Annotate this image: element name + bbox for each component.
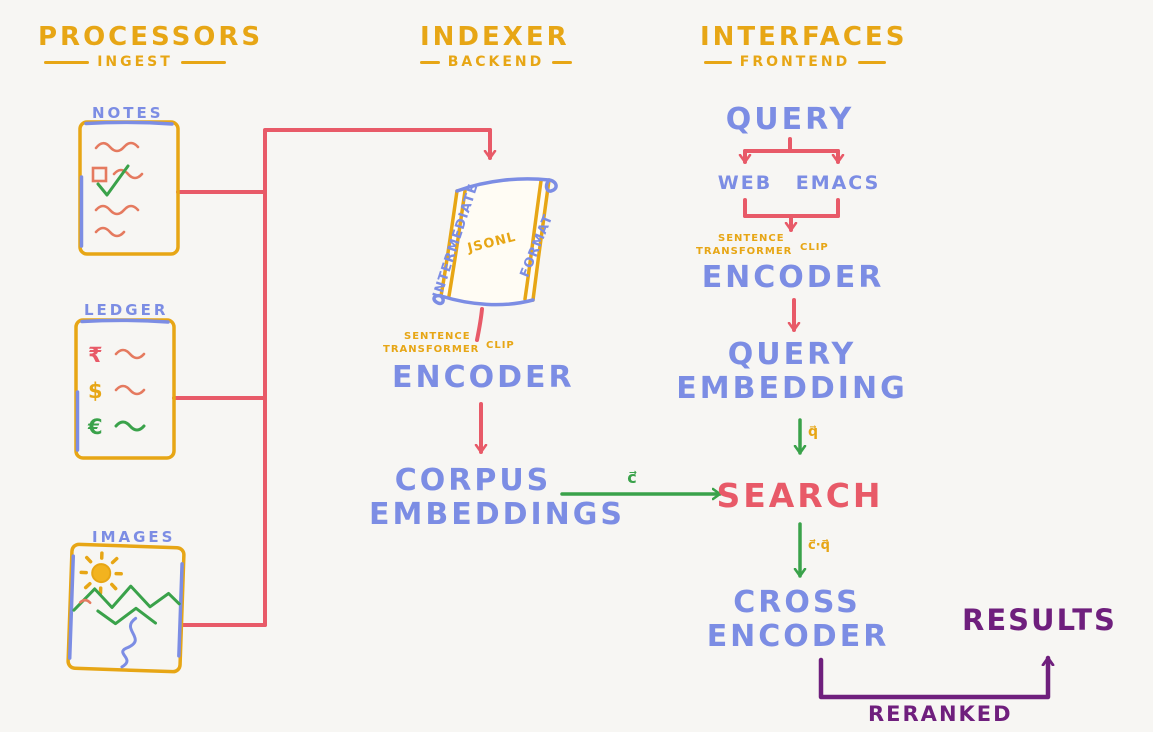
dot-product-label: c⃗·q⃗ [808,538,830,553]
notes-label: NOTES [92,104,164,122]
search-label: SEARCH [716,476,884,515]
indexer-subtitle-label: BACKEND [447,54,545,70]
ingest-connector-lines [172,128,490,627]
interfaces-model-clip-label: CLIP [800,242,829,253]
query-split-arrows [745,137,838,164]
mountains-icon [72,584,181,612]
interfaces-subtitle-label: FRONTEND [739,54,851,70]
indexer-model-sentence-label: SENTENCE [404,331,471,342]
interfaces-model-transformer-label: TRANSFORMER [696,246,793,257]
dollar-icon: $ [88,379,103,403]
images-document-icon [66,542,186,674]
interfaces-encoder-label: ENCODER [701,260,885,295]
euro-icon: € [87,415,103,439]
indexer-encoder-label: ENCODER [392,360,575,395]
query-embedding-label-line2: EMBEDDING [676,371,908,406]
sun-icon [79,551,123,595]
rupee-icon: ₹ [88,343,103,367]
ledger-label: LEDGER [84,301,169,319]
corpus-embeddings-label-line1: CORPUS [394,463,552,498]
river-icon [120,616,138,669]
query-label: QUERY [725,102,855,137]
indexer-model-clip-label: CLIP [486,340,515,351]
query-embedding-label-line1: QUERY [727,337,857,372]
web-label: WEB [717,172,773,194]
reranked-label: RERANKED [868,702,1013,726]
emacs-label: EMACS [795,172,881,194]
rerank-to-results-arrow [818,655,1048,700]
indexer-title: INDEXER [420,22,570,52]
cross-encoder-label-line1: CROSS [733,585,861,620]
checkmark-icon [96,164,130,197]
cross-encoder-label-line2: ENCODER [706,619,890,654]
jsonl-scroll-icon [432,177,558,307]
clients-merge-arrow [743,198,840,232]
scroll-to-encoder-line [475,307,484,342]
processors-subtitle: INGEST [44,54,226,70]
indexer-subtitle: BACKEND [420,54,572,70]
ledger-document-icon: ₹ $ € [74,318,176,460]
interfaces-title: INTERFACES [700,22,908,52]
interfaces-subtitle: FRONTEND [704,54,886,70]
interfaces-model-sentence-label: SENTENCE [718,233,785,244]
results-label: RESULTS [962,603,1117,637]
images-label: IMAGES [92,528,176,546]
notes-document-icon [78,120,180,256]
processors-subtitle-label: INGEST [97,54,173,70]
checkbox-icon [91,166,108,183]
corpus-embeddings-label-line2: EMBEDDINGS [368,497,626,532]
indexer-model-transformer-label: TRANSFORMER [383,344,480,355]
query-vector-label: q⃗ [808,424,819,440]
corpus-vector-label: c⃗ [627,468,637,487]
processors-title: PROCESSORS [38,22,264,52]
